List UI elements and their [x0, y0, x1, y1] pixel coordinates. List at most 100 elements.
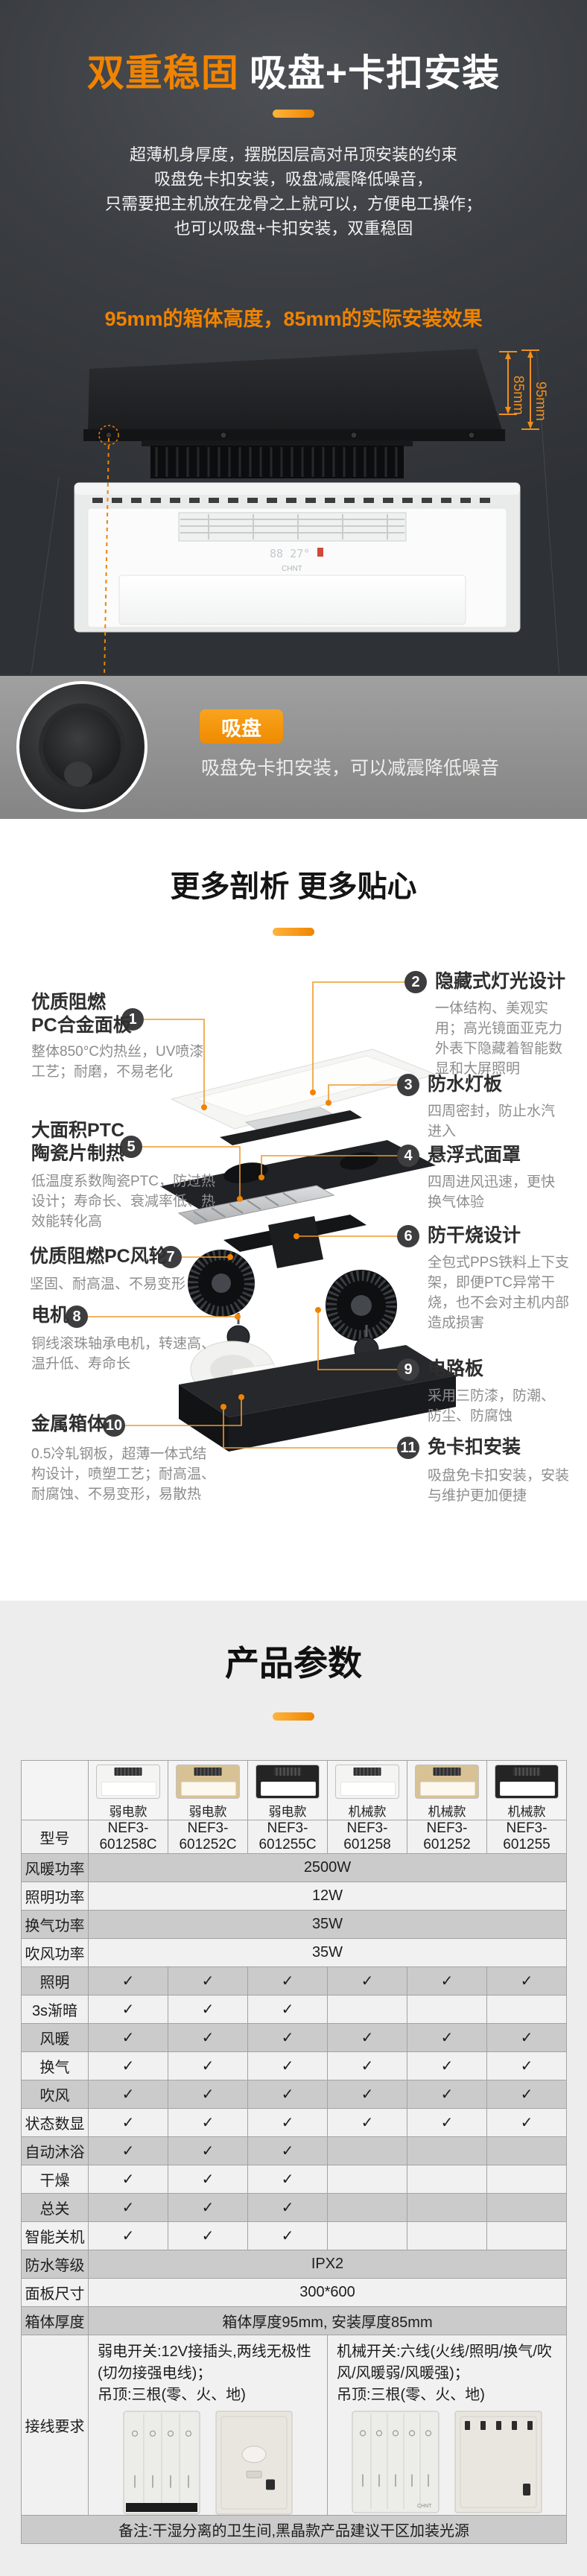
wiring-backbox-illustration [215, 2411, 293, 2515]
model-number: NEF3-601258 [343, 1820, 391, 1853]
table-cell: ✓ [247, 2023, 328, 2052]
table-note: 备注:干湿分离的卫生间,黑晶款产品建议干区加装光源 [118, 2523, 470, 2539]
table-cell: ✓ [247, 2193, 328, 2222]
table-cell: ✓ [88, 2193, 168, 2222]
table-cell: 总关 [21, 2193, 89, 2222]
suction-badge: 吸盘 [200, 709, 283, 744]
table-cell: ✓ [88, 2080, 168, 2109]
hero-line: 超薄机身厚度，摆脱因层高对吊顶安装的约束 [129, 145, 457, 164]
dim-95mm-label: 95mm [533, 382, 548, 421]
table-cell [407, 2165, 487, 2194]
hero-title-rest: 吸盘+卡扣安装 [249, 52, 501, 94]
fan-wheel-left [188, 1250, 255, 1317]
table-cell: ✓ [168, 2023, 248, 2052]
callout-title: 优质阻燃PC风轮 [30, 1246, 168, 1267]
table-cell: ✓ [407, 1966, 487, 1996]
hero-divider-dash [273, 110, 314, 118]
callout-description: 0.5冷轧钢板，超薄一体式结构设计，喷塑工艺；耐高温、耐腐蚀、不易变形，易散热 [31, 1446, 216, 1502]
hero-subtitle: 95mm的箱体高度，85mm的实际安装效果 [104, 308, 483, 330]
table-cell: ✓ [247, 1966, 328, 1996]
wiring-switch-illustration [123, 2411, 200, 2515]
variant-header-cell: 机械款 [327, 1760, 407, 1820]
table-cell [327, 2136, 407, 2165]
table-cell: 换气功率 [21, 1910, 89, 1939]
callout-number-badge: 11 [397, 1437, 419, 1459]
model-number: NEF3-601255 [503, 1820, 550, 1853]
table-cell: ✓ [247, 2165, 328, 2194]
table-cell: 弱电开关:12V接插头,两线无极性(切勿接强电线)；吊顶:三根(零、火、地) [88, 2335, 328, 2516]
table-cell [486, 1995, 567, 2024]
table-cell: 照明 [21, 1966, 89, 1996]
table-cell: ✓ [88, 2108, 168, 2137]
table-cell: 风暖功率 [21, 1853, 89, 1882]
variant-thumbnail [256, 1765, 320, 1799]
table-cell: ✓ [407, 2023, 487, 2052]
variant-header-cell: 机械款 [407, 1760, 487, 1820]
dim-85mm-label: 85mm [510, 376, 526, 415]
table-cell: ✓ [168, 2193, 248, 2222]
table-cell: 状态数显 [21, 2108, 89, 2137]
callout-description: 铜线滚珠轴承电机，转速高、温升低、寿命长 [31, 1336, 216, 1372]
callout-description: 一体结构、美观实用；高光镜面亚克力外表下隐藏着智能数显和大屏照明 [435, 1001, 563, 1077]
hero-paragraph: 超薄机身厚度，摆脱因层高对吊顶安装的约束 吸盘免卡扣安装，吸盘减震降低噪音， 只… [0, 142, 587, 241]
table-cell: ✓ [88, 2051, 168, 2080]
table-cell [407, 2221, 487, 2250]
ceiling-seam [31, 478, 60, 674]
model-number: NEF3-601258C [99, 1820, 157, 1853]
variant-header-cell: 弱电款 [168, 1760, 248, 1820]
params-divider-dash [273, 1712, 314, 1721]
variant-thumbnail [335, 1765, 399, 1799]
table-cell: 3s渐暗 [21, 1995, 89, 2024]
device-top-housing [88, 349, 503, 434]
model-number: NEF3-601252 [423, 1820, 471, 1853]
suction-cup-photo [16, 681, 147, 812]
callout-title: 电机 [31, 1305, 69, 1326]
table-cell: ✓ [168, 2080, 248, 2109]
params-title: 产品参数 [225, 1644, 362, 1683]
model-number: NEF3-601255C [258, 1820, 317, 1853]
callout-title: 悬浮式面罩 [428, 1145, 521, 1165]
wiring-text-right: 机械开关:六线(火线/照明/换气/吹风/风暖弱/风暖强)；吊顶:三根(零、火、地… [337, 2344, 552, 2403]
table-cell: 风暖 [21, 2023, 89, 2052]
table-cell: ✓ [407, 2051, 487, 2080]
callout-dots [201, 1089, 331, 1410]
model-number: NEF3-601252C [179, 1820, 237, 1853]
callout-description: 整体850°C灼热丝，UV喷漆工艺；耐磨，不易老化 [31, 1044, 204, 1080]
table-cell: ✓ [168, 1966, 248, 1996]
callout-number-badge: 3 [397, 1074, 419, 1096]
variant-label: 机械款 [348, 1805, 387, 1819]
wiring-backbox-illustration [454, 2411, 542, 2513]
table-cell: ✓ [247, 2080, 328, 2109]
callout-number-badge: 1 [121, 1008, 144, 1031]
callout-number-badge: 4 [397, 1145, 419, 1167]
variant-label: 弱电款 [188, 1805, 227, 1819]
variant-label: 弱电款 [109, 1805, 147, 1819]
table-cell: ✓ [88, 2136, 168, 2165]
table-cell [407, 2136, 487, 2165]
callout-title: 金属箱体 [31, 1414, 107, 1434]
table-cell: ✓ [168, 2108, 248, 2137]
table-cell: 智能关机 [21, 2221, 89, 2250]
callout-description: 四周进风迅速，更快换气体验 [428, 1174, 556, 1210]
hero-section: 双重稳固吸盘+卡扣安装 超薄机身厚度，摆脱因层高对吊顶安装的约束 吸盘免卡扣安装… [0, 0, 587, 819]
table-cell: ✓ [168, 2221, 248, 2250]
variant-label: 机械款 [428, 1805, 466, 1819]
exploded-device-illustration [88, 981, 456, 1452]
table-cell: ✓ [407, 2080, 487, 2109]
callout-title: 隐藏式灯光设计 [435, 971, 566, 992]
table-cell [327, 1995, 407, 2024]
spec-value: 35W [311, 1916, 343, 1932]
table-cell: 箱体厚度95mm, 安装厚度85mm [88, 2306, 567, 2335]
table-cell: ✓ [486, 2108, 567, 2137]
table-cell: 2500W [88, 1853, 567, 1882]
table-cell [407, 2193, 487, 2222]
table-cell: NEF3-601258 [327, 1820, 407, 1854]
callout-description: 全包式PPS铁料上下支架，即便PTC异常干烧，也不会对主机内部造成损害 [428, 1255, 570, 1331]
table-cell [327, 2165, 407, 2194]
svg-text:CHNT: CHNT [417, 2504, 432, 2509]
device-mounting-bar [83, 429, 505, 441]
table-cell: ✓ [486, 2051, 567, 2080]
table-cell [486, 2165, 567, 2194]
table-cell: ✓ [247, 2108, 328, 2137]
